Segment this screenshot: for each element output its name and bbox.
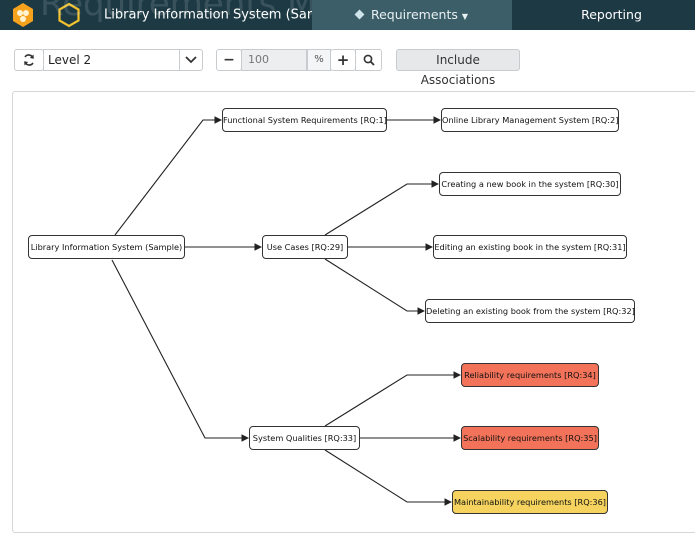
refresh-button[interactable]	[14, 49, 44, 71]
chevron-down-icon[interactable]	[179, 50, 202, 70]
mindmap-node-reliability[interactable]: Reliability requirements [RQ:34]	[461, 363, 599, 387]
refresh-icon	[24, 54, 34, 66]
mindmap-node-delete[interactable]: Deleting an existing book from the syste…	[425, 299, 635, 323]
nav-reporting-label: Reporting	[581, 7, 642, 22]
mindmap-node-functional[interactable]: Functional System Requirements [RQ:1]	[222, 108, 387, 132]
nav-tab-requirements[interactable]: Requirements▼	[312, 0, 512, 30]
nav-requirements-label: Requirements	[370, 7, 458, 22]
caret-down-icon: ▼	[461, 12, 469, 21]
mindmap-node-use-cases[interactable]: Use Cases [RQ:29]	[262, 235, 348, 259]
edge-qualities-reliability	[324, 371, 462, 427]
edge-usecases-create	[324, 180, 440, 236]
mindmap-node-edit[interactable]: Editing an existing book in the system […	[433, 235, 627, 259]
top-navigation-bar: Requirements Mind Map Library Informatio…	[0, 0, 695, 30]
mindmap-node-online[interactable]: Online Library Management System [RQ:2]	[441, 108, 619, 132]
edge-root-qualities	[111, 259, 250, 442]
project-title: Library Information System (Sample)...	[104, 7, 357, 23]
minus-icon: −	[223, 52, 235, 68]
level-select[interactable]: Level 2	[43, 49, 203, 71]
search-icon	[363, 54, 375, 66]
mindmap-canvas[interactable]	[12, 91, 695, 533]
zoom-in-button[interactable]: +	[330, 49, 356, 71]
edge-root-functional	[114, 116, 223, 236]
mindmap-node-maintainability[interactable]: Maintainability requirements [RQ:36]	[452, 490, 608, 514]
mindmap-node-create[interactable]: Creating a new book in the system [RQ:30…	[439, 172, 621, 196]
edge-qualities-maintainability	[324, 449, 453, 506]
plus-icon: +	[336, 51, 350, 69]
edge-usecases-delete	[324, 258, 426, 315]
zoom-search-button[interactable]	[355, 49, 382, 71]
mindmap-node-qualities[interactable]: System Qualities [RQ:33]	[249, 426, 360, 450]
mindmap-node-scalability[interactable]: Scalability requirements [RQ:35]	[461, 426, 599, 450]
zoom-input[interactable]: 100	[241, 49, 307, 71]
yellow-hexagon-icon[interactable]	[56, 2, 82, 28]
mindmap-node-root[interactable]: Library Information System (Sample)	[28, 235, 185, 259]
level-value: Level 2	[48, 53, 92, 67]
orange-hex-logo-icon[interactable]	[0, 0, 46, 30]
include-associations-button[interactable]: Include Associations	[396, 49, 520, 87]
nav-tab-reporting[interactable]: Reporting	[528, 0, 695, 30]
